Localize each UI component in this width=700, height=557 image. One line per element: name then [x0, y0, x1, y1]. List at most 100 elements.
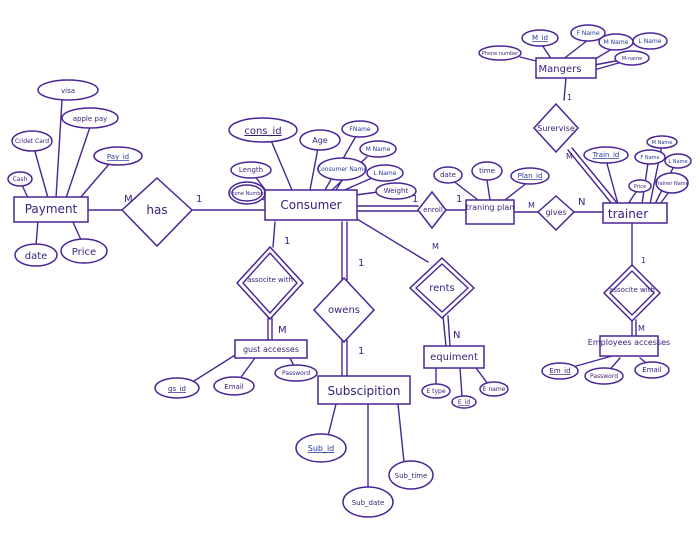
- attr-consumer-mname-label: M Name: [366, 146, 391, 153]
- attr-trainer-mname-label: M Name: [652, 140, 673, 146]
- entity-trainer: trainer: [602, 202, 668, 224]
- attr-cash-label: Cash: [13, 176, 28, 183]
- attr-consumer-fname: FName: [341, 120, 379, 138]
- attr-date-label: date: [25, 251, 48, 262]
- attr-apple-pay: apple pay: [61, 107, 119, 129]
- attr-mangers-m-name: M-name: [614, 50, 650, 66]
- card-assoc-employees: M: [638, 324, 645, 333]
- attr-em-email-label: Email: [642, 366, 661, 374]
- attr-trainer-price-label: Price: [634, 184, 646, 190]
- attr-mangers-fname: F Name: [570, 24, 606, 42]
- card-owens-consumer: 1: [358, 258, 364, 269]
- attr-mangers-m-name-label: M-name: [622, 56, 642, 62]
- attr-consumer-lname-label: L Name: [374, 170, 397, 177]
- attr-weight-label: Weight: [384, 187, 409, 195]
- attr-em-email: Email: [634, 361, 670, 379]
- entity-equipment-label: equiment: [430, 352, 478, 363]
- attr-sub-time-label: Sub_time: [395, 472, 428, 480]
- attr-gs-id: gs_id: [154, 377, 200, 399]
- attr-cons-id-label: cons_id: [244, 126, 281, 137]
- entity-payment-label: Payment: [25, 202, 78, 216]
- attr-mangers-mname-label: M Name: [604, 39, 629, 46]
- entity-employees-access-label: Employees accesses: [588, 338, 670, 347]
- attr-em-id: Em_id: [541, 362, 579, 380]
- card-has-payment: M: [124, 194, 133, 205]
- attr-trainer-lname-label: L Name: [668, 159, 687, 165]
- attr-date: date: [14, 243, 58, 267]
- relationship-has: has: [120, 176, 194, 248]
- attr-train-id: Train_id: [583, 146, 629, 164]
- attr-sub-date-label: Sub_date: [352, 499, 385, 507]
- relationship-associate-guest: associte with: [235, 245, 305, 321]
- card-enroll-consumer: 1: [412, 194, 418, 205]
- entity-training-plan-label: traning plan: [466, 203, 515, 212]
- attr-consumer-lname: L Name: [366, 164, 404, 182]
- card-assoc-trainer: 1: [641, 256, 646, 265]
- attr-price: Price: [60, 238, 108, 264]
- attr-age-label: Age: [312, 136, 328, 145]
- attr-mangers-lname: L Name: [632, 32, 668, 50]
- card-supervise-trainer: M: [566, 152, 573, 161]
- entity-consumer: Consumer: [264, 189, 358, 221]
- attr-e-name-label: E name: [483, 386, 506, 393]
- relationship-rents: rents: [408, 256, 476, 320]
- relationship-owens: owens: [312, 276, 376, 344]
- entity-consumer-label: Consumer: [280, 198, 341, 212]
- relationship-associate-employees: associte with: [602, 263, 662, 323]
- attr-mangers-lname-label: L Name: [639, 38, 662, 45]
- relationship-has-label: has: [146, 203, 167, 217]
- attr-gs-id-label: gs_id: [168, 385, 186, 393]
- entity-guest-accesses: gust accesses: [234, 339, 308, 359]
- attr-train-id-label: Train_id: [592, 151, 620, 159]
- attr-e-id: E_id: [451, 395, 477, 409]
- connector-lines: [21, 39, 677, 491]
- attr-visa: visa: [37, 79, 99, 101]
- attr-mangers-phone-label: Phone number: [482, 51, 520, 57]
- attr-gs-email: Email: [213, 376, 255, 396]
- entity-subscription: Subscipition: [317, 375, 411, 405]
- entity-mangers: Mangers: [535, 57, 597, 79]
- attr-visa-label: visa: [61, 87, 75, 95]
- attr-gs-email-label: Email: [224, 383, 243, 391]
- relationship-associate-guest-label: associte with: [247, 276, 293, 284]
- attr-plan-id-label: Plan_id: [518, 172, 543, 180]
- attr-trainer-name: Trainer Name: [654, 172, 689, 194]
- attr-m-id-label: M_id: [532, 34, 548, 42]
- attr-consumer-fname-label: FName: [349, 126, 370, 133]
- attr-e-id-label: E_id: [458, 399, 470, 406]
- entity-mangers-label: Mangers: [539, 64, 582, 75]
- attr-e-type-label: E type: [426, 388, 445, 395]
- attr-gs-password-label: Password: [282, 370, 310, 377]
- attr-length: Length: [230, 161, 272, 179]
- card-rents-equipment: N: [453, 330, 460, 341]
- attr-sub-time: Sub_time: [388, 460, 434, 490]
- attr-pay-id: Pay_id: [93, 146, 143, 166]
- attr-gs-password: Password: [274, 364, 318, 382]
- attr-price-label: Price: [72, 247, 96, 258]
- attr-sub-id: Sub_id: [295, 433, 347, 463]
- attr-cash: Cash: [7, 171, 33, 187]
- attr-trainer-name-label: Trainer Name: [654, 181, 688, 187]
- attr-e-name: E name: [479, 381, 509, 397]
- attr-plan-date-label: date: [440, 171, 456, 179]
- attr-mangers-fname-label: F Name: [576, 30, 599, 37]
- card-owens-subscription: 1: [358, 346, 364, 357]
- entity-equipment: equiment: [423, 345, 485, 369]
- attr-phone-number-label: Phone Number: [228, 191, 266, 197]
- attr-cons-id: cons_id: [228, 117, 298, 143]
- attr-trainer-price: Price: [628, 179, 652, 193]
- card-has-consumer: 1: [196, 194, 202, 205]
- entity-employees-access: Employees accesses: [588, 335, 670, 357]
- attr-plan-id: Plan_id: [510, 167, 550, 185]
- relationship-enroll-label: enroll: [423, 206, 443, 214]
- attr-consumer-name-label: Consumer Name: [317, 166, 368, 173]
- attr-plan-date: date: [433, 166, 463, 184]
- relationship-gives-label: gives: [545, 208, 566, 217]
- card-assoc-guest-consumer: 1: [284, 236, 290, 247]
- attr-length-label: Length: [239, 166, 263, 174]
- relationship-supervise-label: Surervise: [537, 124, 575, 133]
- attr-plan-time: time: [471, 161, 503, 181]
- relationship-gives: gives: [536, 194, 576, 232]
- attr-trainer-fname: F Name: [634, 149, 666, 165]
